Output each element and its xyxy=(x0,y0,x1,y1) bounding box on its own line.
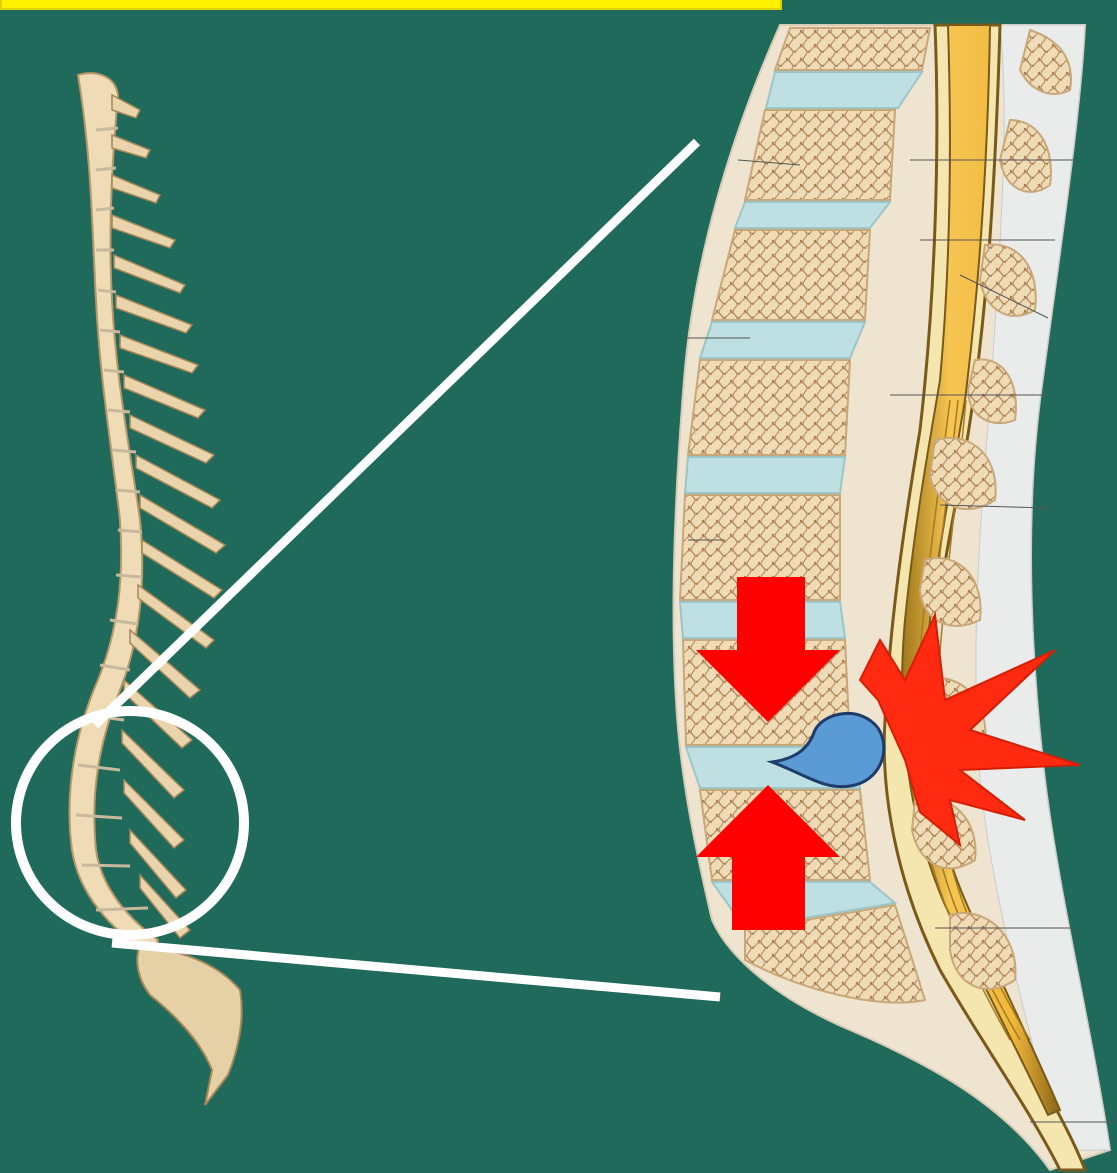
spine-body-column xyxy=(70,73,158,955)
callout-line-top xyxy=(95,142,697,725)
sacrum xyxy=(137,945,241,1105)
